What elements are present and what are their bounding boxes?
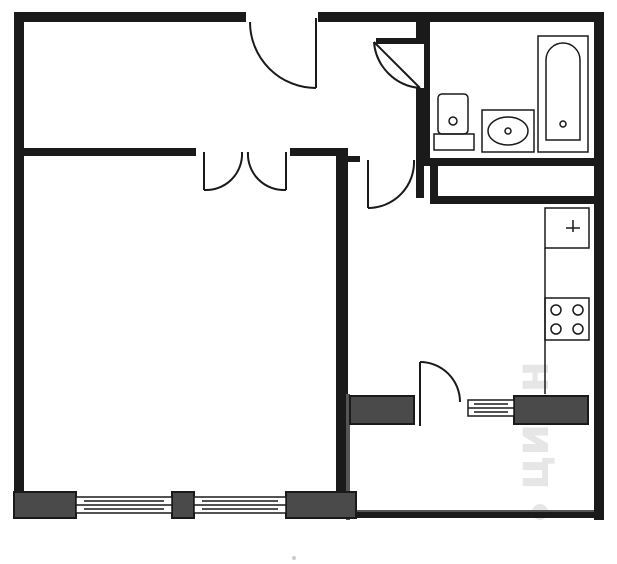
door-living-double	[203, 151, 287, 192]
wall-kitchen-top-stub	[346, 156, 360, 162]
wall-bath-left-lower	[416, 88, 424, 198]
door-balcony	[419, 361, 461, 426]
pier-living-mid	[171, 491, 195, 519]
room-kitchen	[348, 204, 588, 394]
bathtub-icon	[537, 35, 589, 153]
stove-icon	[544, 297, 590, 341]
kitchen-balcony-edge	[346, 394, 350, 520]
kitchen-sink-icon	[544, 207, 590, 249]
toilet-icon	[433, 93, 475, 151]
wall-top-left	[14, 12, 246, 22]
door-entrance	[249, 18, 317, 89]
pier-living-right	[285, 491, 357, 519]
pier-kitchen-left	[349, 395, 415, 425]
wall-storage-bottom	[430, 196, 594, 204]
wall-living-kitchen	[336, 148, 348, 494]
window-living-left	[75, 496, 173, 514]
bottom-mark	[292, 556, 296, 560]
room-storage	[438, 170, 588, 196]
windows	[75, 399, 515, 514]
wall-balcony-bottom	[348, 512, 604, 518]
door-bathroom	[373, 41, 421, 89]
wall-hall-living-right	[290, 148, 346, 156]
walls	[14, 12, 604, 520]
wall-bath-bottom	[424, 158, 594, 166]
rooms	[24, 22, 588, 514]
window-kitchen	[467, 399, 515, 417]
room-balcony	[348, 426, 588, 514]
pier-living-left	[13, 491, 77, 519]
pier-kitchen-right	[513, 395, 589, 425]
balcony-line	[348, 510, 594, 512]
room-hallway	[24, 22, 422, 148]
window-living-right	[193, 496, 287, 514]
sink-icon	[481, 109, 535, 153]
wall-bath-inner-top	[424, 22, 430, 162]
room-living	[24, 156, 336, 492]
watermark-text: циан	[505, 361, 559, 490]
wall-storage-left	[430, 166, 438, 204]
wall-bath-left-upper	[416, 22, 424, 40]
wall-hall-living-left	[24, 148, 196, 156]
wall-top-right	[318, 12, 604, 22]
wall-right	[594, 12, 604, 520]
wall-door-stub-hall	[376, 38, 424, 44]
door-kitchen	[367, 159, 416, 210]
window-piers	[13, 395, 589, 519]
doors	[203, 18, 461, 426]
wall-left	[14, 12, 24, 512]
